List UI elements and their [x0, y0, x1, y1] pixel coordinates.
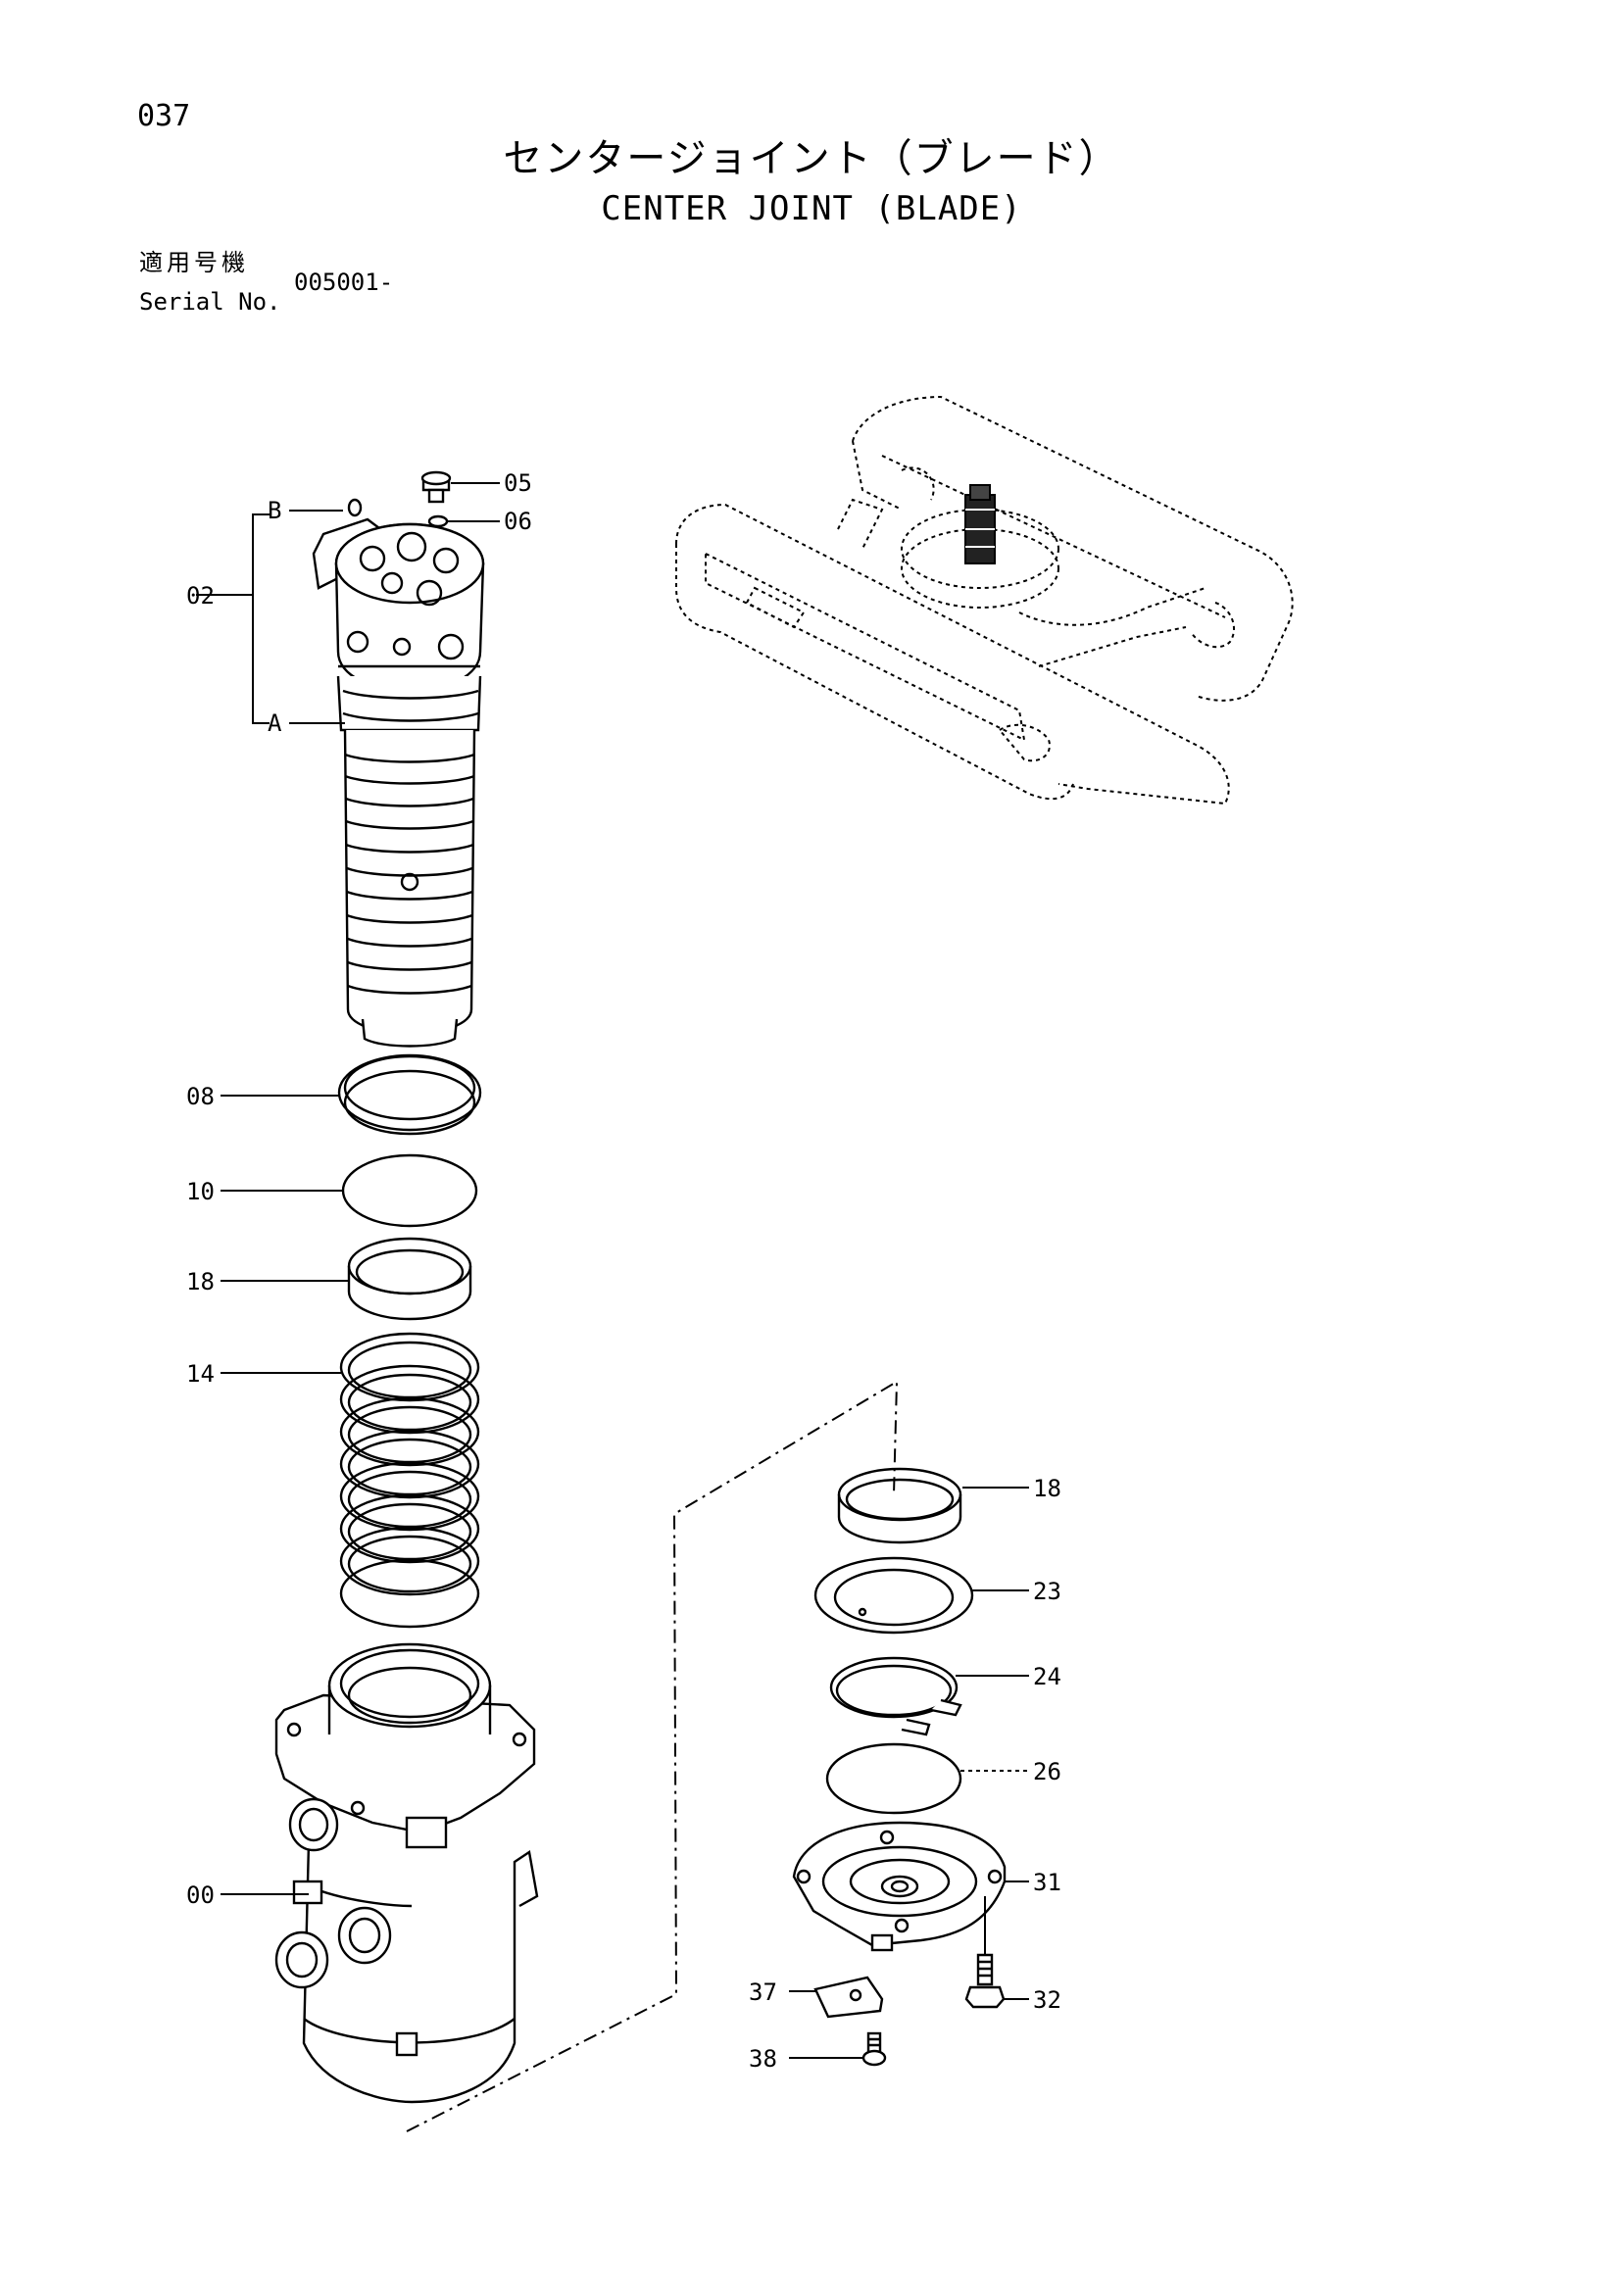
- spindle-part-02: [312, 517, 485, 1048]
- bracket-02: [196, 498, 363, 724]
- callout-06: 06: [504, 508, 532, 535]
- page-title-japanese: センタージョイント（ブレード）: [503, 136, 1120, 181]
- disk-part-10: [221, 1153, 478, 1228]
- callout-31: 31: [1033, 1869, 1061, 1896]
- disk-part-26: [825, 1742, 1029, 1815]
- assembly-guide-line: [406, 1380, 899, 2132]
- serial-number-value: 005001-: [294, 269, 394, 296]
- washer-part-23: [813, 1556, 1029, 1635]
- seal-rings-part-14: [221, 1332, 480, 1629]
- page-number: 037: [137, 99, 191, 133]
- body-part-00: [221, 1642, 539, 2104]
- callout-37: 37: [749, 1978, 777, 2006]
- callout-08: 08: [186, 1083, 215, 1110]
- serial-label-english: Serial No.: [139, 288, 281, 316]
- snap-ring-part-24: [829, 1656, 1029, 1736]
- page-title-english: CENTER JOINT (BLADE): [601, 189, 1022, 228]
- callout-18-left: 18: [186, 1268, 215, 1295]
- plug-part-05: [420, 470, 500, 504]
- callout-05: 05: [504, 469, 532, 497]
- callout-14: 14: [186, 1360, 215, 1388]
- callout-10: 10: [186, 1178, 215, 1205]
- bolt-part-32: [964, 1896, 1029, 2009]
- undercarriage-illustration: [675, 395, 1294, 806]
- screw-part-38: [789, 2031, 887, 2067]
- callout-23: 23: [1033, 1578, 1061, 1605]
- callout-00: 00: [186, 1881, 215, 1909]
- callout-24: 24: [1033, 1663, 1061, 1690]
- ring-part-18-right: [837, 1467, 1029, 1544]
- callout-18-right: 18: [1033, 1475, 1061, 1502]
- callout-a: A: [268, 709, 282, 737]
- callout-26: 26: [1033, 1758, 1061, 1785]
- ring-part-18-left: [221, 1237, 472, 1321]
- ring-part-08: [221, 1053, 482, 1136]
- plate-part-37: [789, 1976, 884, 2019]
- serial-label-japanese: 適用号機: [139, 249, 249, 276]
- o-ring-part-06: [427, 514, 500, 528]
- callout-38: 38: [749, 2045, 777, 2073]
- cover-part-31: [792, 1821, 1029, 1952]
- callout-32: 32: [1033, 1986, 1061, 2014]
- center-joint-mini: [964, 484, 996, 564]
- callout-b: B: [268, 497, 282, 524]
- callout-02: 02: [186, 582, 215, 610]
